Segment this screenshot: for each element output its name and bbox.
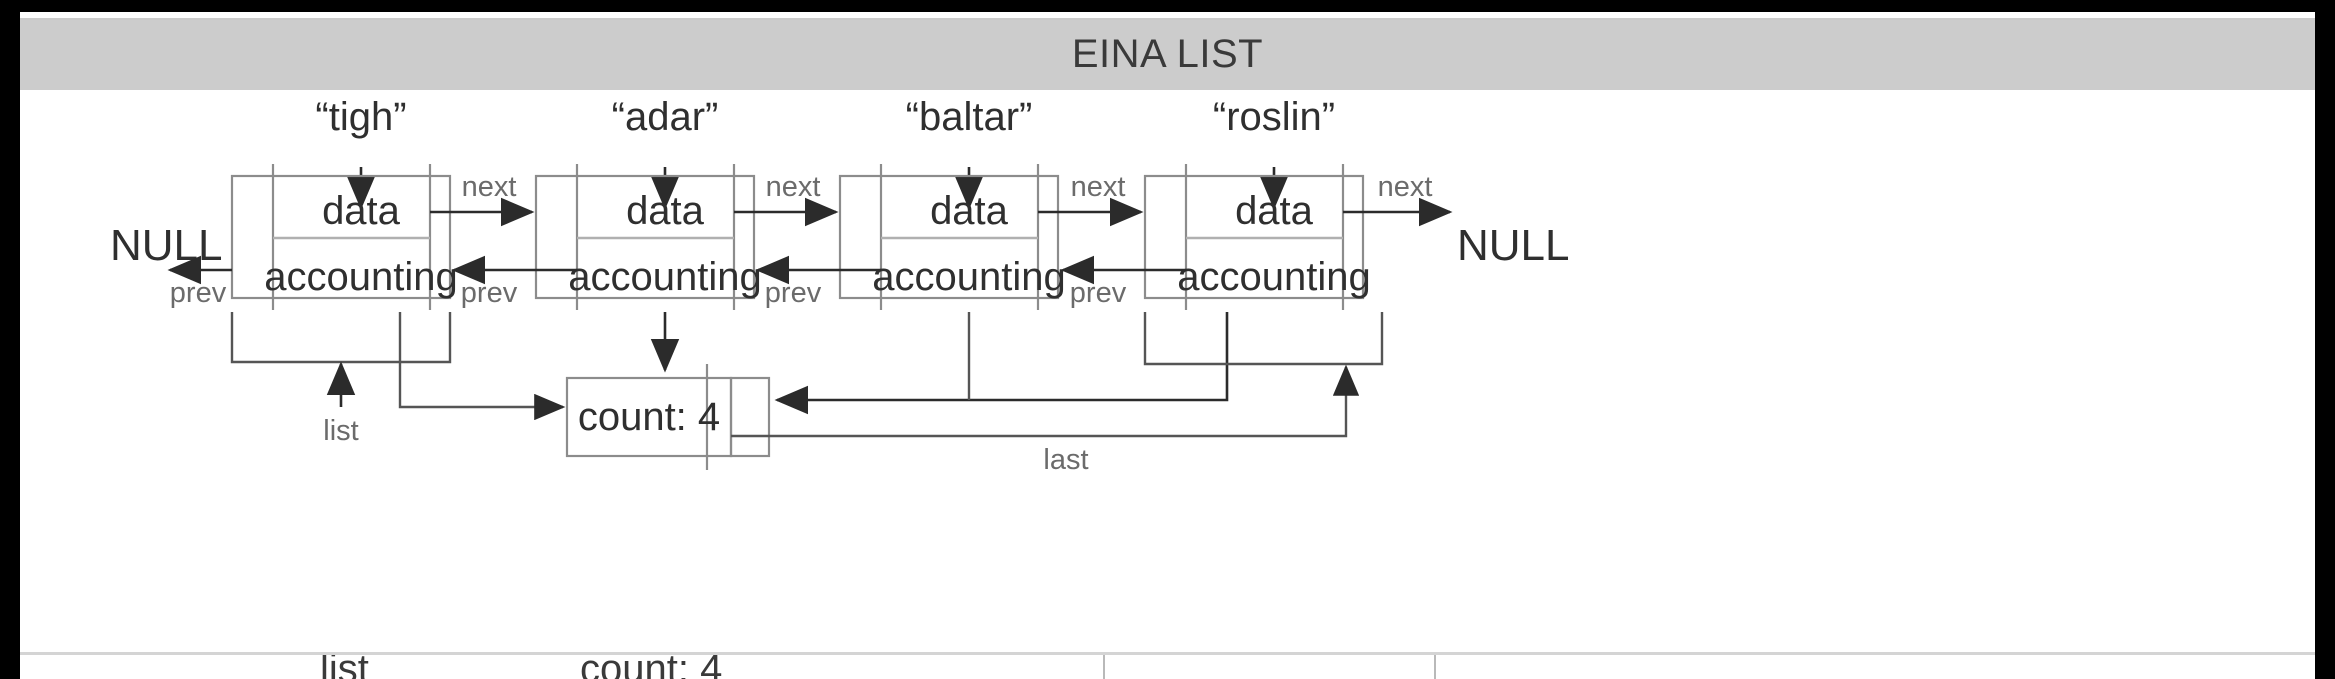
slide-header-bar: EINA LIST [20,18,2315,90]
left-null-label: NULL [110,221,223,270]
list-node-4: “roslin” data accounting [1143,95,1371,310]
list-node-3: “baltar” data accounting [838,95,1066,310]
node-string-label-4: “roslin” [1213,95,1335,139]
next-arrow-label-4: next [1378,171,1433,203]
next-slide-preview-strip: list count: 4 [20,652,2315,679]
node-data-label-1: data [322,189,401,233]
list-node-1: “tigh” data accounting [230,95,458,310]
count-back-pointer-line [774,312,1229,415]
node-string-label-3: “baltar” [906,95,1033,139]
last-pointer-line [731,364,1360,438]
slide-page: EINA LIST “tigh” [20,12,2315,679]
page-title: EINA LIST [1071,31,1264,76]
node-string-label-1: “tigh” [315,95,406,139]
prev-arrow-label-3: prev [1070,277,1127,309]
node-accounting-label-2: accounting [568,255,761,299]
count-label: count: 4 [578,395,720,439]
node-data-label-4: data [1235,189,1314,233]
eina-list-diagram: “tigh” data accounting “adar” data accou… [110,95,1570,476]
next-arrow-label-3: next [1071,171,1126,203]
list-header-count-box: count: 4 [565,364,771,470]
prev-arrow-label-0: prev [170,277,227,309]
node-outer-box-2 [534,174,756,300]
count-box-last-cell [729,376,771,458]
right-null-label: NULL [1457,221,1570,270]
prev-arrow-label-2: prev [765,277,822,309]
list-bracket [230,312,452,364]
ghost-rule-left [1103,655,1105,679]
node-data-label-2: data [626,189,705,233]
node-string-label-2: “adar” [612,95,719,139]
next-arrow-label-1: next [462,171,517,203]
prev-arrow-label-1: prev [461,277,518,309]
ghost-rule-right [1434,655,1436,679]
node-data-label-3: data [930,189,1009,233]
ghost-list-label: list [320,652,369,679]
node-outer-box-4 [1143,174,1365,300]
next-arrow-label-2: next [766,171,821,203]
list-pointer-label: list [323,415,358,447]
node-accounting-label-3: accounting [872,255,1065,299]
list-node-2: “adar” data accounting [534,95,762,310]
last-pointer-label: last [1043,444,1088,476]
node-outer-box-3 [838,174,1060,300]
node-outer-box-1 [230,174,452,300]
node-accounting-label-1: accounting [264,255,457,299]
node-accounting-label-4: accounting [1177,255,1370,299]
head-pointer-line [398,312,566,421]
last-bracket [1143,312,1384,366]
ghost-count-label: count: 4 [580,652,723,679]
